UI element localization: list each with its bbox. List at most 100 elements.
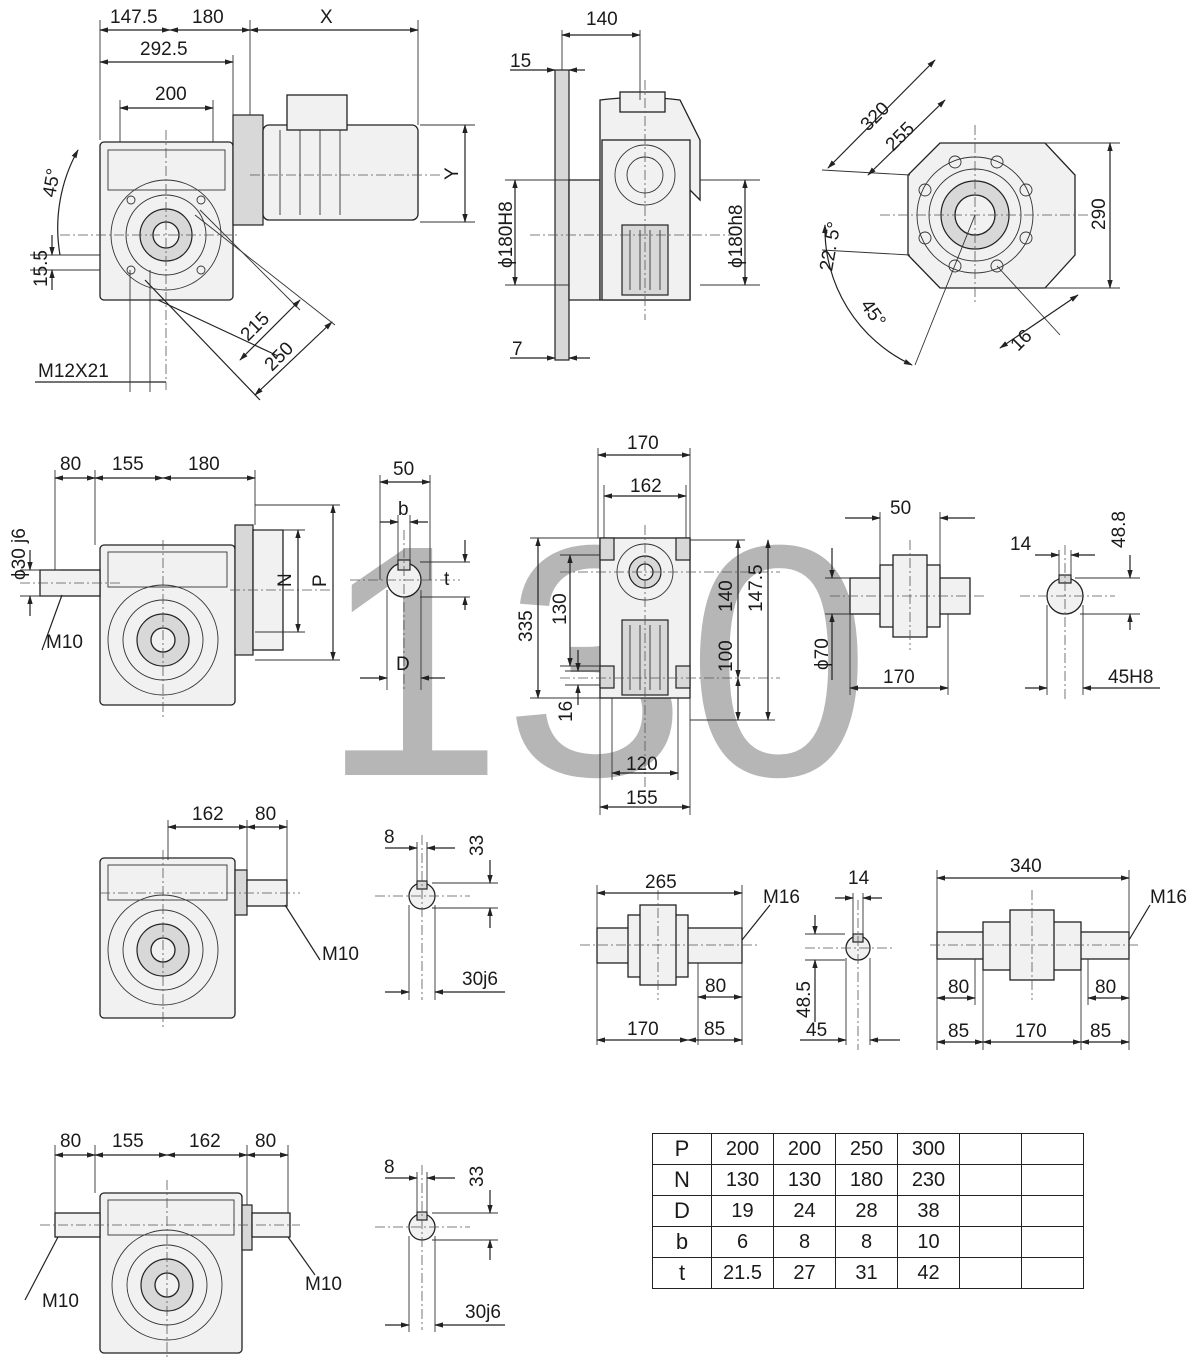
dim-320: 320 bbox=[857, 98, 894, 135]
table-cell: 8 bbox=[773, 1226, 836, 1258]
dim-45h8: 45H8 bbox=[1108, 667, 1153, 688]
dim-290: 290 bbox=[1089, 198, 1110, 230]
dim-80-double-a: 80 bbox=[60, 1131, 81, 1152]
dim-45-shaft: 45 bbox=[806, 1020, 827, 1041]
table-cell: 21.5 bbox=[711, 1257, 774, 1289]
table-cell: 130 bbox=[711, 1164, 774, 1196]
dim-x: X bbox=[320, 7, 333, 28]
table-cell: 19 bbox=[711, 1195, 774, 1227]
table-cell: 10 bbox=[897, 1226, 960, 1258]
dim-130-center: 130 bbox=[550, 593, 571, 625]
dim-16-flange: 16 bbox=[1007, 326, 1037, 356]
key-bore-view: 50 b t D bbox=[350, 459, 470, 690]
dim-50-key: 50 bbox=[393, 459, 414, 480]
dim-250: 250 bbox=[261, 338, 298, 375]
dim-33-key2: 33 bbox=[467, 1166, 488, 1187]
thread-m16-double: M16 bbox=[1150, 887, 1187, 908]
dim-147-5-center: 147.5 bbox=[746, 564, 767, 612]
model-watermark: 130 bbox=[320, 476, 871, 845]
dim-15-5: 15.5 bbox=[31, 250, 52, 287]
dim-phi180h8-left: ϕ180H8 bbox=[496, 201, 517, 268]
table-cell bbox=[959, 1133, 1022, 1165]
dim-147-5: 147.5 bbox=[110, 7, 158, 28]
table-cell: 38 bbox=[897, 1195, 960, 1227]
dim-p: P bbox=[310, 574, 331, 587]
thread-m10-input: M10 bbox=[46, 632, 83, 653]
table-cell: 200 bbox=[773, 1133, 836, 1165]
dim-t: t bbox=[444, 569, 450, 590]
table-cell: 27 bbox=[773, 1257, 836, 1289]
dim-80-single: 80 bbox=[705, 976, 726, 997]
row-label: N bbox=[652, 1164, 712, 1196]
table-cell bbox=[1021, 1133, 1084, 1165]
shaft-key-section-view: 14 48.5 45 bbox=[794, 868, 900, 1050]
dim-180-input: 180 bbox=[188, 454, 220, 475]
dim-80-double-b: 80 bbox=[255, 1131, 276, 1152]
dim-85-double-left: 85 bbox=[948, 1021, 969, 1042]
table-cell bbox=[1021, 1226, 1084, 1258]
dim-80-input: 80 bbox=[60, 454, 81, 475]
table-cell: 250 bbox=[835, 1133, 898, 1165]
thread-m10-output: M10 bbox=[322, 944, 359, 965]
dim-180: 180 bbox=[192, 7, 224, 28]
dim-80-double-left: 80 bbox=[948, 977, 969, 998]
table-cell: 200 bbox=[711, 1133, 774, 1165]
thread-m10-double-right: M10 bbox=[305, 1274, 342, 1295]
dim-162-double: 162 bbox=[189, 1131, 221, 1152]
table-cell: 230 bbox=[897, 1164, 960, 1196]
output-single-view: 162 80 M10 bbox=[99, 804, 359, 1030]
dim-85-double-right: 85 bbox=[1090, 1021, 1111, 1042]
dim-200: 200 bbox=[155, 84, 187, 105]
output-double-view: 80 155 162 80 M10 M10 bbox=[24, 1131, 342, 1360]
row-label: D bbox=[652, 1195, 712, 1227]
dim-170-hollow: 170 bbox=[883, 667, 915, 688]
dim-y: Y bbox=[442, 167, 463, 180]
dim-162-output: 162 bbox=[192, 804, 224, 825]
table-cell: 24 bbox=[773, 1195, 836, 1227]
dim-b: b bbox=[398, 499, 409, 520]
thread-m16-single: M16 bbox=[763, 887, 800, 908]
table-cell bbox=[959, 1195, 1022, 1227]
dim-162-center: 162 bbox=[630, 476, 662, 497]
dim-14-shaft: 14 bbox=[848, 868, 870, 889]
input-shaft-view: 80 155 180 ϕ30 j6 M10 N P bbox=[9, 454, 340, 720]
flange-front-view: 320 255 290 22. 5° 45° 16 bbox=[816, 59, 1120, 366]
dim-45-deg: 45° bbox=[39, 167, 65, 199]
table-cell: 6 bbox=[711, 1226, 774, 1258]
dim-140-center: 140 bbox=[716, 580, 737, 612]
dim-7: 7 bbox=[512, 339, 523, 360]
dim-16-center: 16 bbox=[556, 701, 577, 722]
dim-140: 140 bbox=[586, 9, 618, 30]
dim-15: 15 bbox=[510, 51, 531, 72]
double-output-shaft-view: 340 M16 80 80 85 170 85 bbox=[930, 856, 1187, 1050]
dim-85-single: 85 bbox=[704, 1019, 725, 1040]
dim-8-key1: 8 bbox=[384, 827, 395, 848]
table-cell: 180 bbox=[835, 1164, 898, 1196]
hollow-shaft-view: 50 ϕ70 170 bbox=[812, 498, 985, 695]
dim-340: 340 bbox=[1010, 856, 1042, 877]
table-row-b: b 6 8 8 10 bbox=[652, 1226, 1084, 1258]
dim-14-bore: 14 bbox=[1010, 534, 1032, 555]
dim-265: 265 bbox=[645, 872, 677, 893]
motor-top-view: 147.5 180 X 292.5 200 Y 45° 15.5 215 250… bbox=[30, 7, 475, 401]
dim-80-output: 80 bbox=[255, 804, 276, 825]
table-cell: 28 bbox=[835, 1195, 898, 1227]
dim-255: 255 bbox=[882, 118, 919, 155]
row-label: b bbox=[652, 1226, 712, 1258]
table-cell: 130 bbox=[773, 1164, 836, 1196]
dim-33-key1: 33 bbox=[467, 835, 488, 856]
dim-80-double-right: 80 bbox=[1095, 977, 1116, 998]
row-label: t bbox=[652, 1257, 712, 1289]
dim-335: 335 bbox=[516, 610, 537, 642]
thread-m10-double-left: M10 bbox=[42, 1291, 79, 1312]
dim-phi180h8-right: ϕ180h8 bbox=[726, 205, 747, 268]
table-cell: 42 bbox=[897, 1257, 960, 1289]
table-cell bbox=[1021, 1195, 1084, 1227]
dim-8-key2: 8 bbox=[384, 1157, 395, 1178]
dim-50-hollow: 50 bbox=[890, 498, 911, 519]
table-row-d: D 19 24 28 38 bbox=[652, 1195, 1084, 1227]
dim-22-5-deg: 22. 5° bbox=[816, 220, 845, 273]
dim-120: 120 bbox=[626, 754, 658, 775]
table-cell bbox=[959, 1257, 1022, 1289]
